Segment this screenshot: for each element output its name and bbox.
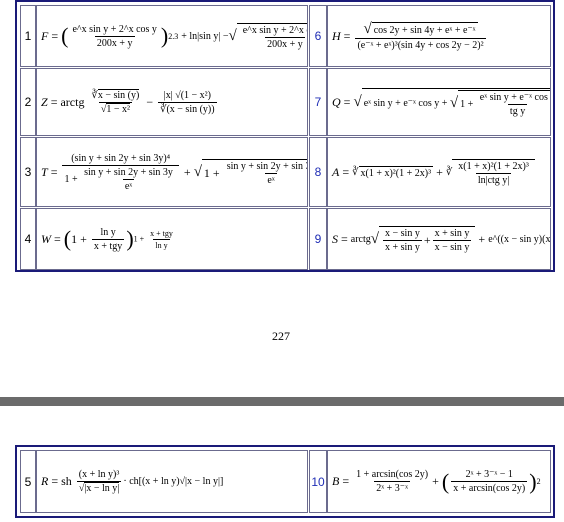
tail-5: · ch[(x + ln y)√|x − ln y|] — [123, 476, 224, 487]
rden-1: 200x + y — [265, 36, 305, 50]
num-3: (sin y + sin 2y + sin 3y)⁴ — [71, 152, 171, 164]
lhs-6: H — [332, 28, 341, 43]
row-number-7: 7 — [309, 68, 327, 136]
den-2: 1 − x² — [106, 102, 130, 115]
lhs-10: B — [332, 474, 340, 488]
rnum-7: eˣ sin y + e⁻ˣ cos y — [479, 91, 551, 103]
den-frac-num-3: sin y + sin 2y + sin 3y — [84, 166, 173, 178]
formula-8: A = ∛x(1 + x)²(1 + 2x)³ + ∛ x(1 + x)²(1 … — [332, 138, 535, 206]
row-number-10: 10 — [309, 450, 327, 513]
den-top-3: 1 + — [64, 173, 81, 185]
rnum-3: sin y + sin 2y + sin 3y — [226, 160, 308, 172]
formula-cell-7: Q = √eˣ sin y + e⁻ˣ cos y + √1 + eˣ sin … — [327, 68, 551, 136]
row-number-5: 5 — [20, 450, 36, 513]
lhs-3: T — [41, 164, 48, 179]
num-10: 1 + arcsin(cos 2y) — [356, 469, 429, 480]
power-1: 2.3 — [168, 31, 179, 41]
rden-8: ln|ctg y| — [475, 172, 512, 186]
body-7: eˣ sin y + e⁻ˣ cos y — [363, 97, 440, 109]
rnum-8: x(1 + x)²(1 + 2x)³ — [458, 160, 529, 172]
formula-cell-5: R = sh (x + ln y)³√|x − ln y| · ch[(x + … — [36, 450, 308, 513]
den-5: |x − ln y| — [84, 482, 120, 494]
formula-cell-2: Z = arctg ∛x − sin (y)√1 − x² − |x| √(1 … — [36, 68, 308, 136]
row-number-4: 4 — [20, 208, 36, 270]
exp-den-4: ln y — [153, 238, 170, 250]
exp-num-4: x + tgy — [150, 228, 173, 238]
page-number: 227 — [272, 329, 290, 343]
formula-cell-8: A = ∛x(1 + x)²(1 + 2x)³ + ∛ x(1 + x)²(1 … — [327, 137, 551, 207]
row-number-9: 9 — [309, 208, 327, 270]
fn-2: arctg — [60, 94, 85, 109]
row-number-6: 6 — [309, 5, 327, 67]
formula-7: Q = √eˣ sin y + e⁻ˣ cos y + √1 + eˣ sin … — [332, 69, 551, 135]
den-10: 2ˣ + 3⁻ˣ — [374, 481, 410, 494]
tail-9: e^((x − sin y)(x + sin y)) — [488, 233, 551, 245]
lhs-5: R — [41, 474, 49, 488]
a-num-9: x − sin y — [385, 227, 420, 239]
rnum-2: |x| √(1 − x²) — [163, 89, 211, 101]
formula-table-bottom: 5 R = sh (x + ln y)³√|x − ln y| · ch[(x … — [15, 445, 555, 518]
den-4: x + tgy — [91, 238, 125, 252]
formula-10: B = 1 + arcsin(cos 2y)2ˣ + 3⁻ˣ + (2ˣ + 3… — [332, 468, 541, 494]
lhs-2: Z — [41, 94, 48, 109]
bnum-10: 2ˣ + 3⁻ˣ − 1 — [465, 469, 513, 480]
lhs-9: S — [332, 231, 338, 246]
formula-2: Z = arctg ∛x − sin (y)√1 − x² − |x| √(1 … — [41, 88, 217, 115]
first-8: x(1 + x)²(1 + 2x)³ — [358, 165, 434, 179]
lhs-1: F — [41, 28, 49, 43]
b-num-9: x + sin y — [434, 227, 470, 239]
formula-cell-6: H = √cos 2y + sin 4y + eˣ + e⁻ˣ(e⁻ˣ + eˣ… — [327, 5, 551, 67]
tail-1: + ln|sin y| − — [181, 30, 229, 42]
fn-9: arctg — [350, 233, 371, 245]
den-frac-den-3: eˣ — [122, 178, 135, 192]
row-number-1: 1 — [20, 5, 36, 67]
num-4: ln y — [100, 226, 116, 238]
a-den-9: x + sin y — [383, 239, 422, 253]
rden-3: eˣ — [265, 172, 277, 186]
bden-10: x + arcsin(cos 2y) — [451, 481, 528, 494]
lhs-7: Q — [332, 94, 341, 109]
rnum-1: e^x sin y + 2^x cos y — [242, 24, 307, 36]
formula-5: R = sh (x + ln y)³√|x − ln y| · ch[(x + … — [41, 469, 224, 494]
cube-2: x − sin (y) — [97, 88, 140, 101]
row-number-3: 3 — [20, 137, 36, 207]
formula-cell-10: B = 1 + arcsin(cos 2y)2ˣ + 3⁻ˣ + (2ˣ + 3… — [327, 450, 551, 513]
num-1: e^x sin y + 2^x cos y — [72, 23, 157, 35]
page-separator — [0, 397, 564, 406]
den-1: 200x + y — [94, 35, 135, 49]
lhs-8: A — [332, 164, 340, 179]
num-5: (x + ln y)³ — [78, 469, 120, 480]
fn-5: sh — [61, 474, 72, 488]
formula-6: H = √cos 2y + sin 4y + eˣ + e⁻ˣ(e⁻ˣ + eˣ… — [332, 20, 486, 51]
lhs-4: W — [41, 231, 51, 246]
den-6: (e⁻ˣ + eˣ)³(sin 4y + cos 2y − 2)² — [355, 37, 486, 51]
rden-2: ∛(x − sin (y)) — [158, 101, 217, 115]
num-6: cos 2y + sin 4y + eˣ + e⁻ˣ — [371, 21, 478, 37]
row-number-8: 8 — [309, 137, 327, 207]
b-den-9: x − sin y — [432, 239, 472, 253]
row-number-2: 2 — [20, 68, 36, 136]
rden-7: tg y — [507, 103, 528, 117]
